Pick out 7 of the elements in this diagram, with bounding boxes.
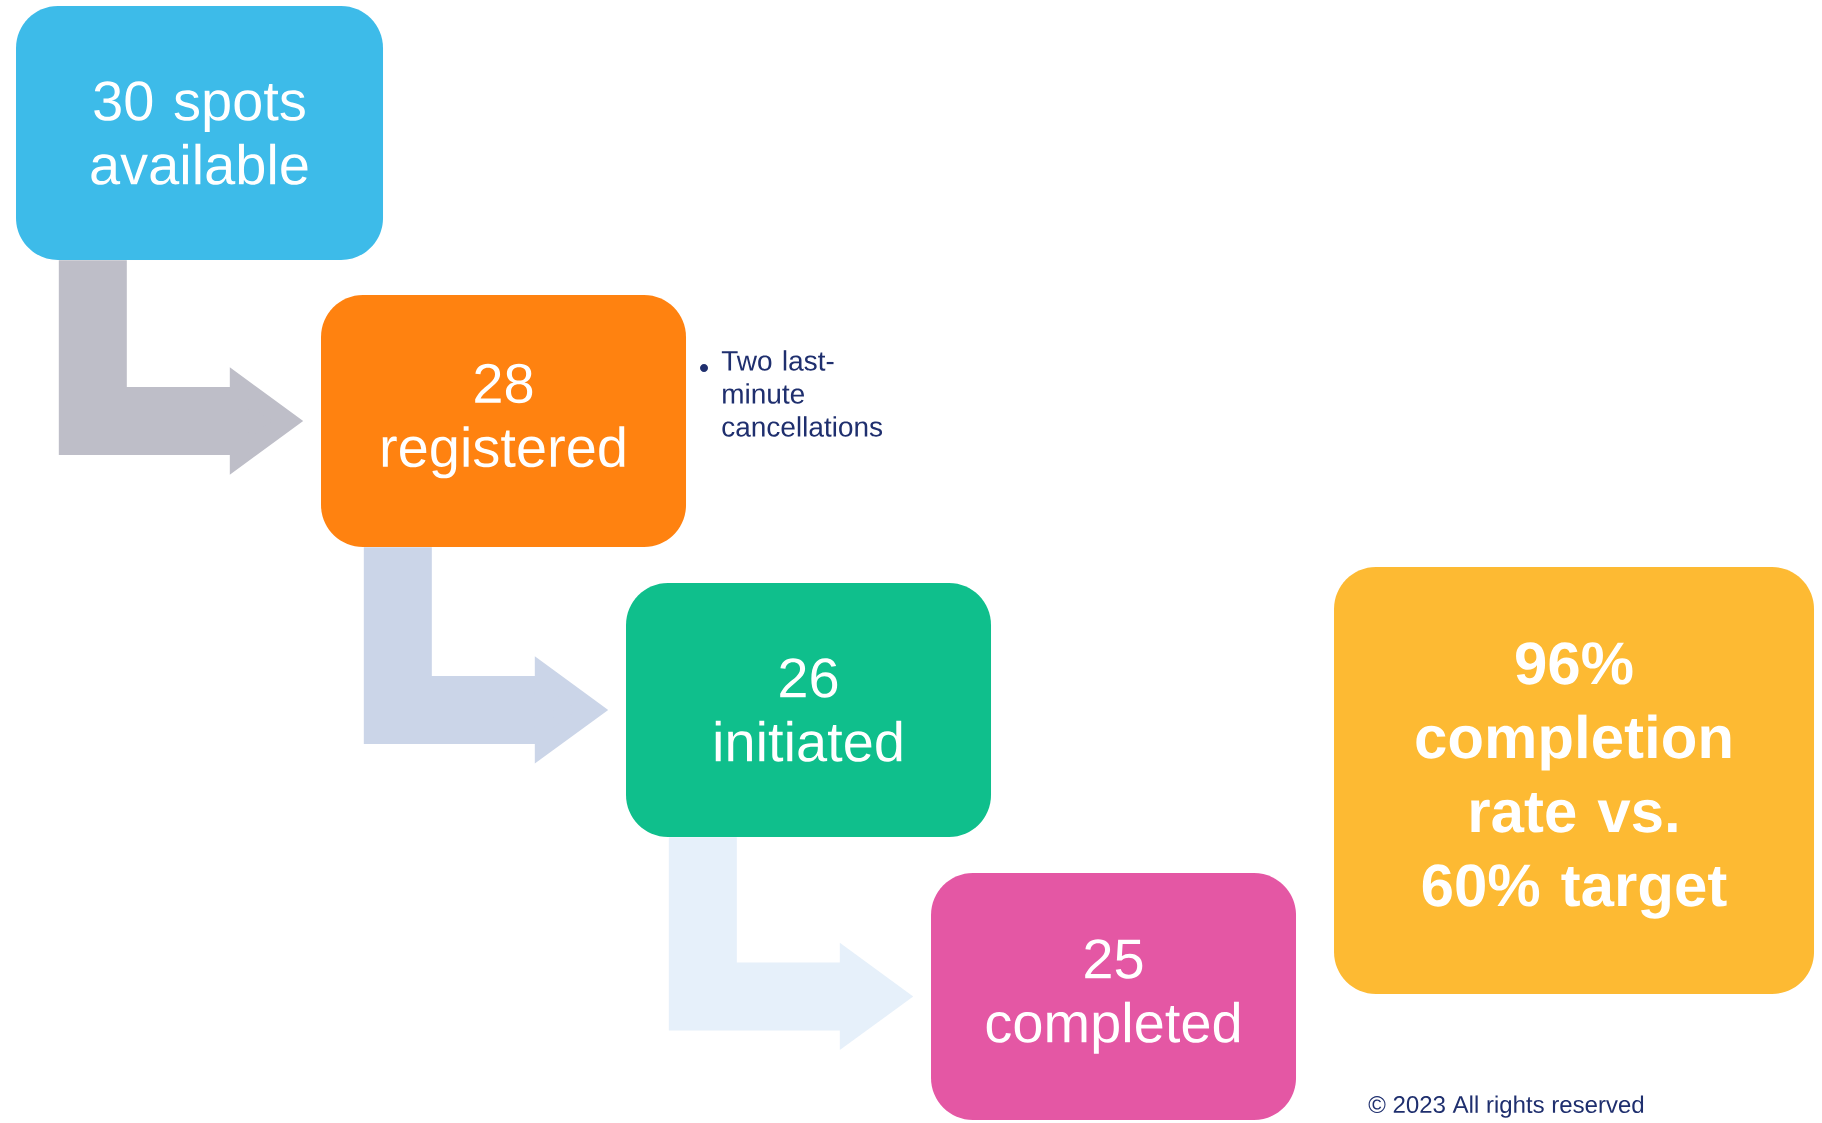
process-box: 28 registered [321, 295, 686, 547]
process-box: 96% completion rate vs. 60% target [1334, 567, 1814, 994]
process-box: 26 initiated [626, 583, 991, 837]
process-box: 30 spots available [16, 6, 383, 260]
process-box: 25 completed [931, 873, 1296, 1120]
copyright-text: © 2023 All rights reserved [1368, 1095, 1644, 1118]
note-text: Two last-minute cancellations [721, 350, 883, 437]
